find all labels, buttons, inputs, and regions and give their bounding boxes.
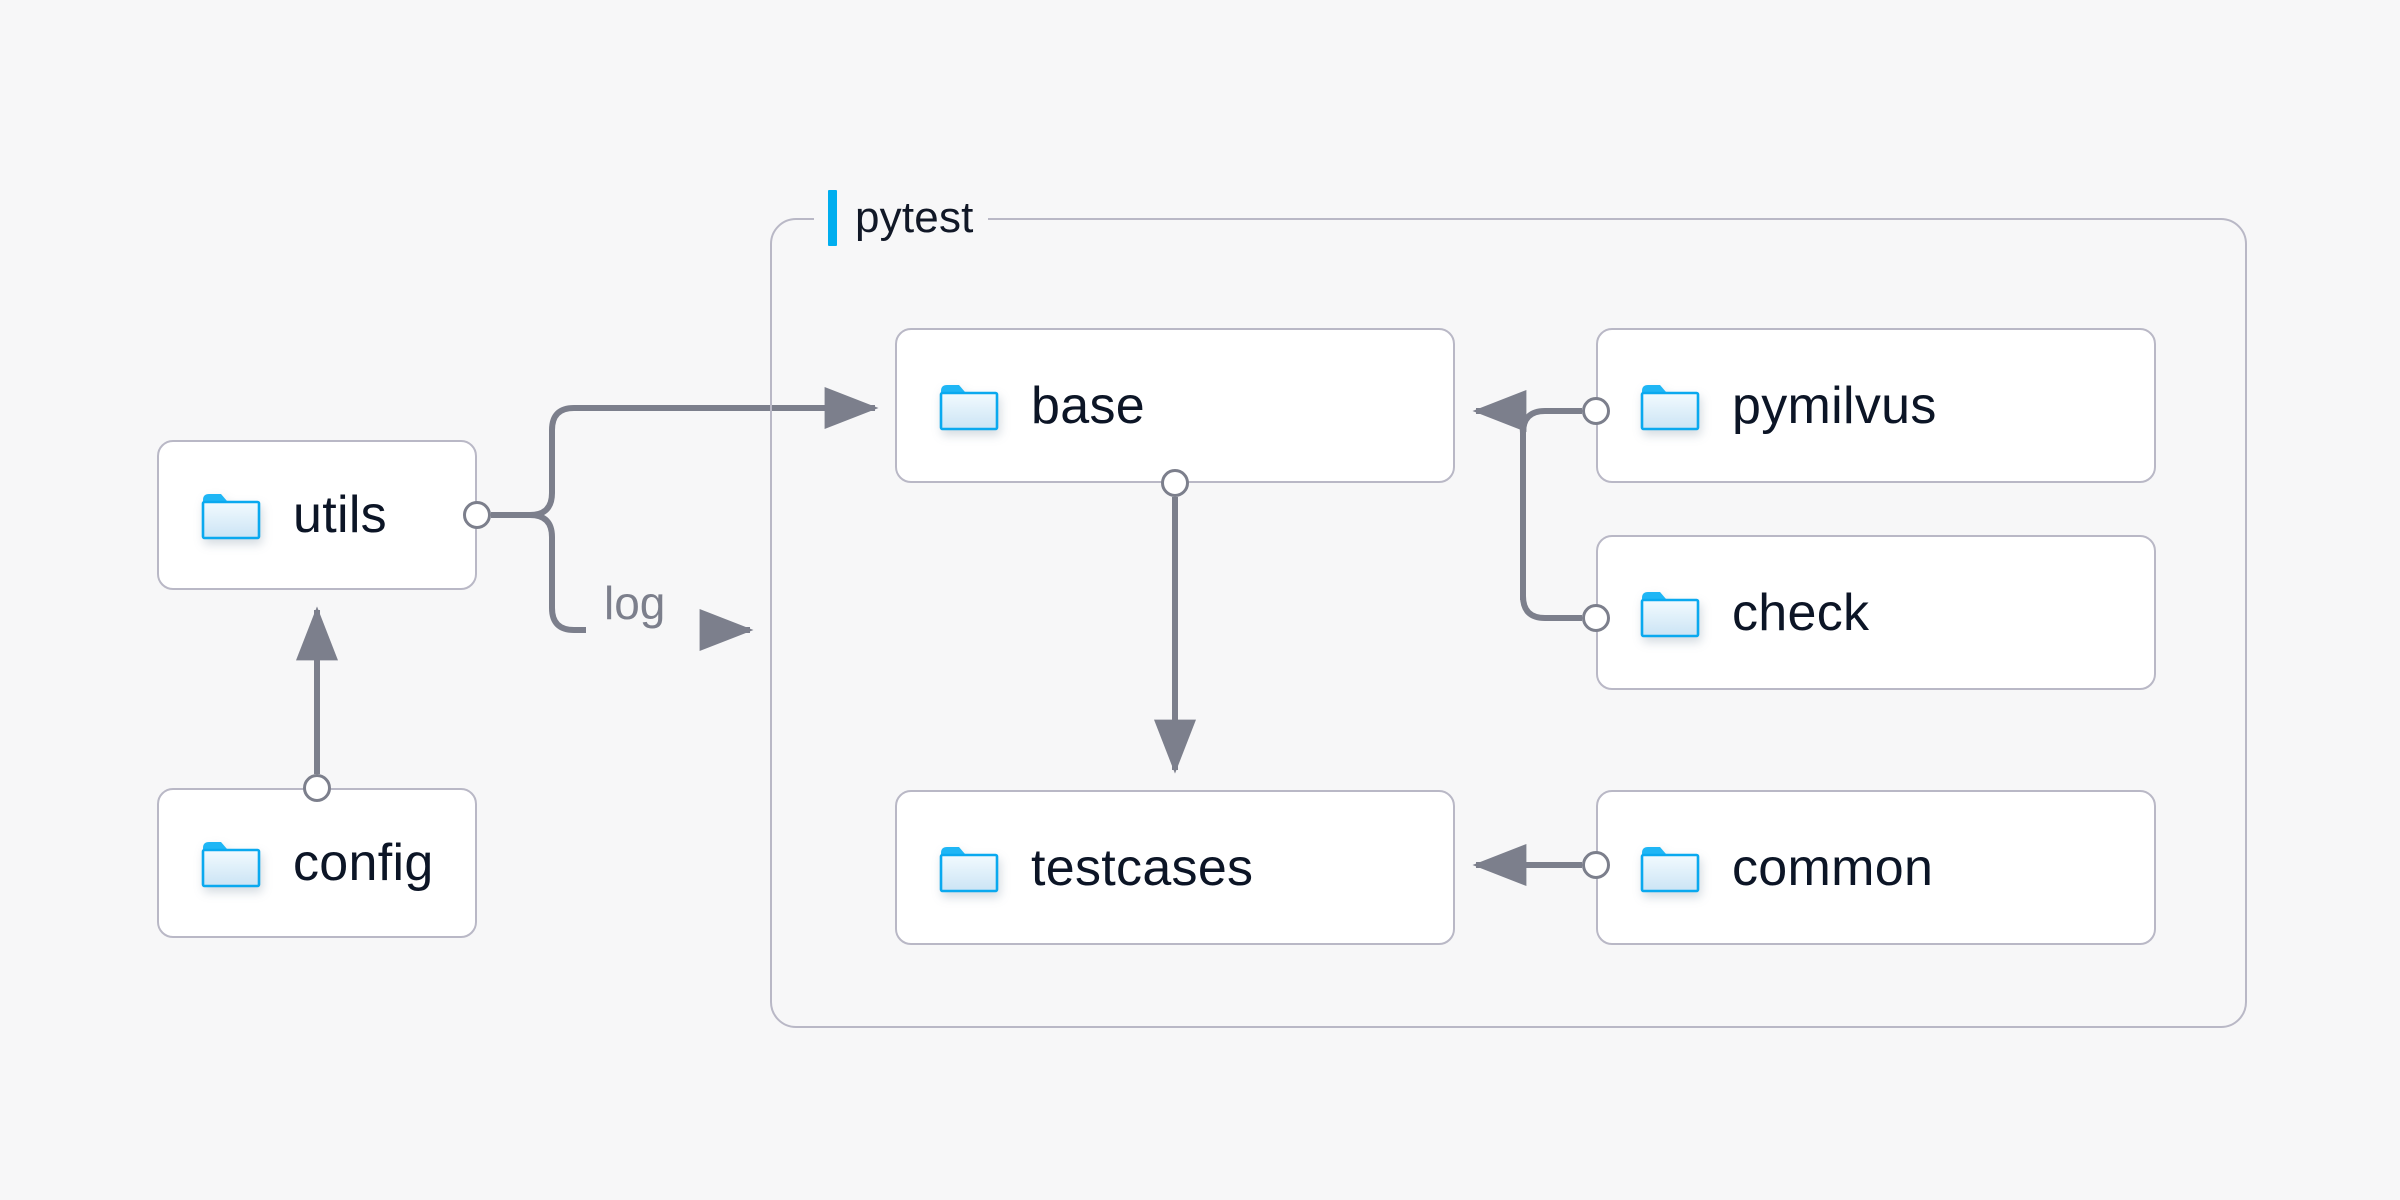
node-base[interactable]: base: [895, 328, 1455, 483]
edge-label-log: log: [604, 577, 666, 629]
port-config-top[interactable]: [303, 774, 331, 802]
port-base-bottom[interactable]: [1161, 469, 1189, 497]
node-label-base: base: [1031, 376, 1145, 435]
port-pymilvus-left[interactable]: [1582, 397, 1610, 425]
folder-icon: [1640, 843, 1700, 893]
pytest-group-container: [770, 218, 2247, 1028]
group-label: pytest: [855, 193, 974, 242]
node-common[interactable]: common: [1596, 790, 2156, 945]
node-label-testcases: testcases: [1031, 838, 1254, 897]
node-label-utils: utils: [293, 486, 387, 544]
node-label-config: config: [293, 834, 434, 892]
folder-icon: [939, 843, 999, 893]
folder-icon: [1640, 588, 1700, 638]
port-common-left[interactable]: [1582, 851, 1610, 879]
node-utils[interactable]: utils: [157, 440, 477, 590]
edge-utils-log: [491, 512, 586, 633]
group-accent-bar: [828, 190, 837, 246]
folder-icon: [201, 490, 261, 540]
node-label-common: common: [1732, 838, 1934, 897]
port-check-left[interactable]: [1582, 604, 1610, 632]
node-testcases[interactable]: testcases: [895, 790, 1455, 945]
node-label-pymilvus: pymilvus: [1732, 376, 1937, 435]
node-pymilvus[interactable]: pymilvus: [1596, 328, 2156, 483]
port-utils-right[interactable]: [463, 501, 491, 529]
folder-icon: [939, 381, 999, 431]
folder-icon: [201, 838, 261, 888]
node-config[interactable]: config: [157, 788, 477, 938]
node-label-check: check: [1732, 583, 1870, 642]
folder-icon: [1640, 381, 1700, 431]
node-check[interactable]: check: [1596, 535, 2156, 690]
pytest-group-label-wrap: pytest: [814, 186, 988, 250]
